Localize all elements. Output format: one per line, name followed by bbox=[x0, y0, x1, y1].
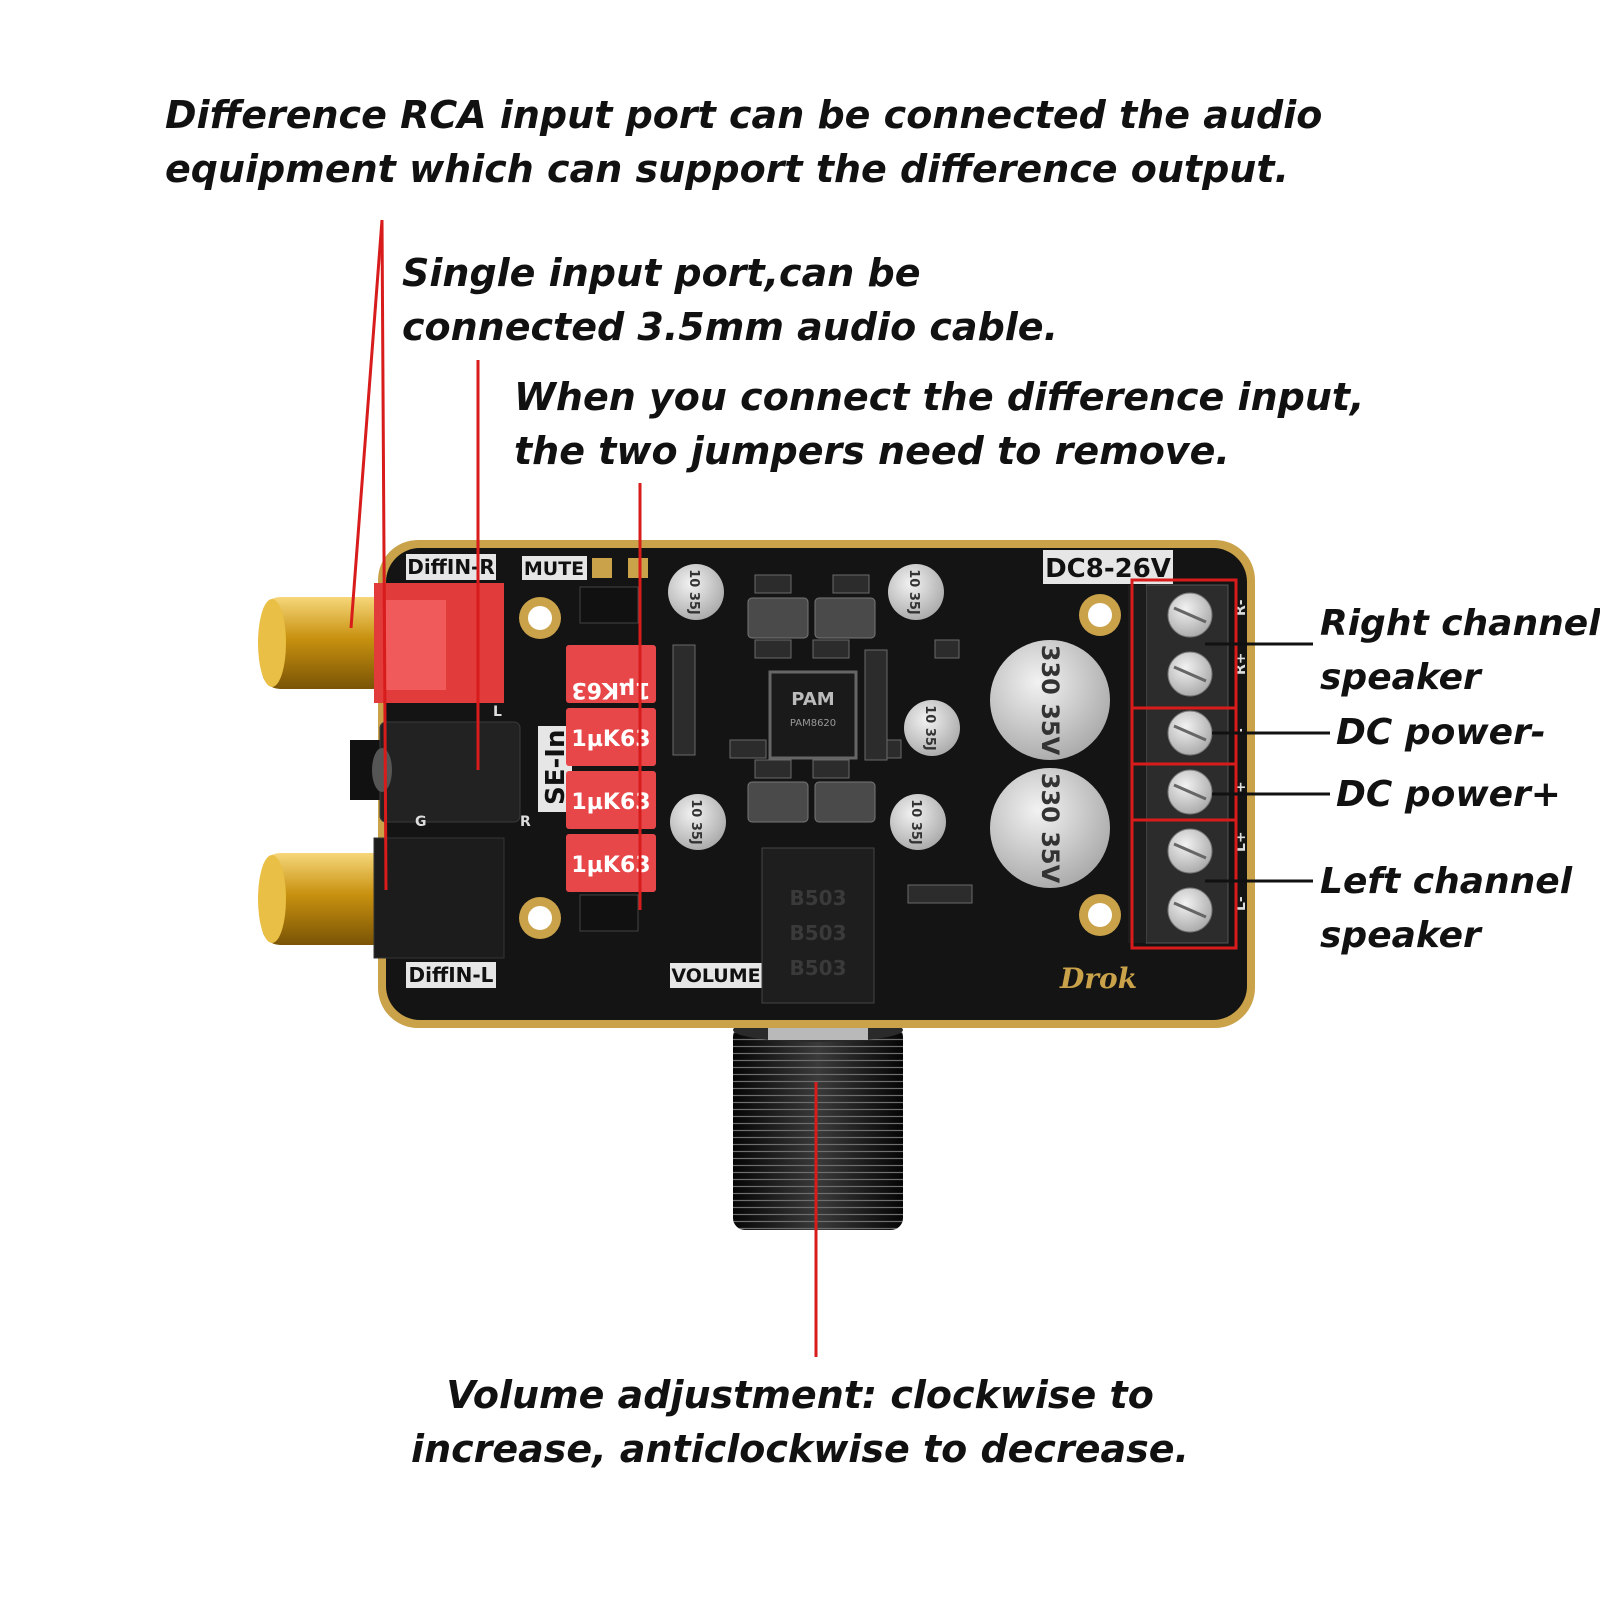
svg-text:PAM: PAM bbox=[791, 689, 834, 710]
mute-pad-2 bbox=[628, 558, 648, 578]
silk-jack-g: G bbox=[415, 814, 427, 830]
tag-dc-rating bbox=[1043, 550, 1173, 584]
annotation-left-speaker-line1: Left channel bbox=[1320, 861, 1573, 902]
silk-jack-r: R bbox=[520, 814, 531, 830]
pointer-lines-black bbox=[1205, 642, 1330, 883]
tag-volume bbox=[670, 963, 762, 988]
tag-diffin-l bbox=[406, 962, 496, 988]
volume-potentiometer: B503 B503 B503 bbox=[761, 847, 875, 1004]
annotation-diff-rca-line1: Difference RCA input port can be connect… bbox=[165, 93, 1323, 137]
tag-mute bbox=[522, 556, 587, 580]
rca-housing-red-face bbox=[386, 600, 446, 690]
smd-components bbox=[672, 574, 973, 904]
silk-diffin-r: DiffIN-R bbox=[407, 555, 495, 579]
svg-text:330 35V: 330 35V bbox=[1036, 773, 1064, 884]
silk-volume: VOLUME bbox=[671, 965, 760, 987]
small-capacitor-5: 10 35J bbox=[890, 794, 946, 850]
annotation-left-speaker-line2: speaker bbox=[1320, 915, 1481, 956]
mute-pad-1 bbox=[592, 558, 612, 578]
annotation-single-input-line2: connected 3.5mm audio cable. bbox=[402, 305, 1059, 349]
svg-text:330 35V: 330 35V bbox=[1036, 645, 1064, 756]
rca-housing-black bbox=[373, 837, 505, 959]
annotation-single-input-line1: Single input port,can be bbox=[402, 251, 921, 295]
svg-text:1µK63: 1µK63 bbox=[571, 727, 650, 752]
svg-text:-: - bbox=[1233, 728, 1249, 734]
annotation-dc-minus: DC power- bbox=[1336, 706, 1546, 760]
film-capacitor-3: 1µK63 bbox=[566, 771, 656, 829]
annotation-dc-minus-text: DC power- bbox=[1336, 712, 1546, 753]
mounting-holes bbox=[519, 594, 1121, 939]
rca-connector-right[interactable] bbox=[258, 597, 392, 689]
svg-text:+: + bbox=[1233, 781, 1249, 793]
film-capacitor-2: 1µK63 bbox=[566, 708, 656, 766]
annotation-volume-line2: increase, anticlockwise to decrease. bbox=[411, 1427, 1189, 1471]
annotation-right-speaker-line1: Right channel bbox=[1320, 603, 1600, 644]
brand-logo: Drok bbox=[1059, 962, 1137, 995]
annotation-single-input: Single input port,can be connected 3.5mm… bbox=[402, 246, 1058, 354]
svg-text:B503: B503 bbox=[790, 956, 847, 980]
volume-knob[interactable] bbox=[733, 1018, 903, 1230]
small-capacitor-4: 10 35J bbox=[670, 794, 726, 850]
silk-mute: MUTE bbox=[524, 558, 584, 580]
small-capacitor-2: 10 35J bbox=[888, 564, 944, 620]
pointer-lines-red bbox=[349, 219, 818, 1357]
annotation-diff-rca: Difference RCA input port can be connect… bbox=[165, 88, 1322, 196]
small-capacitor-1: 10 35J bbox=[668, 564, 724, 620]
silk-jack-l: L bbox=[493, 704, 502, 720]
annotation-diff-rca-line2: equipment which can support the differen… bbox=[165, 147, 1289, 191]
svg-text:PAM8620: PAM8620 bbox=[790, 718, 836, 729]
terminal-highlight-boxes bbox=[1130, 578, 1238, 950]
amplifier-chip: PAM PAM8620 bbox=[768, 670, 858, 760]
annotation-volume-line1: Volume adjustment: clockwise to bbox=[446, 1373, 1154, 1417]
svg-text:10 35J: 10 35J bbox=[686, 569, 701, 615]
svg-text:1µK63: 1µK63 bbox=[571, 853, 650, 878]
large-capacitor-2: 330 35V bbox=[990, 768, 1110, 888]
svg-text:B503: B503 bbox=[790, 886, 847, 910]
annotation-left-speaker: Left channel speaker bbox=[1320, 855, 1572, 963]
svg-text:1µK63: 1µK63 bbox=[571, 677, 650, 702]
svg-text:10 35J: 10 35J bbox=[922, 705, 937, 751]
jumper-bottom[interactable] bbox=[579, 894, 639, 932]
film-capacitor-4: 1µK63 bbox=[566, 834, 656, 892]
annotation-volume: Volume adjustment: clockwise to increase… bbox=[0, 1368, 1600, 1476]
audio-jack-3-5mm[interactable] bbox=[350, 721, 521, 823]
annotation-jumpers: When you connect the difference input, t… bbox=[514, 370, 1365, 478]
annotation-dc-plus: DC power+ bbox=[1336, 768, 1561, 822]
silk-diffin-l: DiffIN-L bbox=[409, 963, 494, 987]
annotation-dc-plus-text: DC power+ bbox=[1336, 774, 1561, 815]
rca-connector-left[interactable] bbox=[258, 853, 392, 945]
svg-text:10 35J: 10 35J bbox=[908, 799, 923, 845]
annotation-right-speaker-line2: speaker bbox=[1320, 657, 1481, 698]
tag-diffin-r bbox=[406, 554, 496, 580]
svg-text:1µK63: 1µK63 bbox=[571, 790, 650, 815]
annotation-right-speaker: Right channel speaker bbox=[1320, 597, 1600, 705]
annotation-jumpers-line2: the two jumpers need to remove. bbox=[514, 429, 1230, 473]
film-capacitor-1: 1µK63 bbox=[566, 645, 656, 703]
svg-text:10 35J: 10 35J bbox=[906, 569, 921, 615]
terminal-screws[interactable] bbox=[1167, 592, 1213, 933]
small-capacitor-3: 10 35J bbox=[904, 700, 960, 756]
svg-text:10 35J: 10 35J bbox=[688, 799, 703, 845]
svg-text:B503: B503 bbox=[790, 921, 847, 945]
jumper-top[interactable] bbox=[579, 586, 639, 624]
inductors bbox=[747, 597, 876, 823]
large-capacitor-1: 330 35V bbox=[990, 640, 1110, 760]
annotation-jumpers-line1: When you connect the difference input, bbox=[514, 375, 1365, 419]
